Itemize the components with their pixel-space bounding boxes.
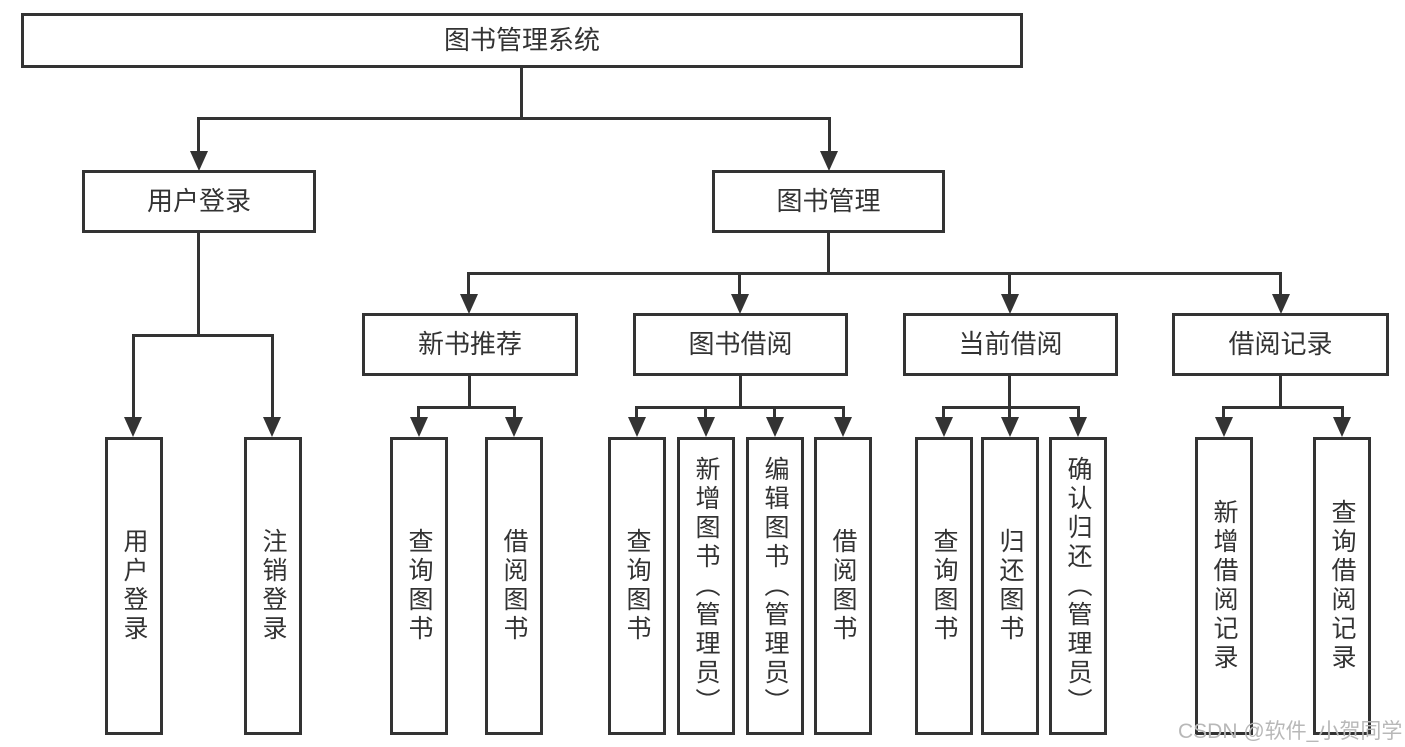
node-edit-book-admin: 编辑图书（管理员）: [746, 437, 804, 735]
connector-root-stem: [520, 68, 523, 118]
node-borrow-records: 借阅记录: [1172, 313, 1389, 376]
node-user-login-label: 用户登录: [146, 185, 251, 216]
node-library-system-label: 图书管理系统: [443, 24, 600, 55]
arrow-down-icon: [697, 417, 715, 437]
connector-sec2-stub-4: [842, 406, 845, 419]
connector-sec1-hline: [417, 406, 516, 409]
node-new-book-recommend: 新书推荐: [362, 313, 578, 376]
node-borrow-book-recommend: 借阅图书: [485, 437, 543, 735]
node-logout: 注销登录: [244, 437, 302, 735]
node-confirm-return-admin: 确认归还（管理员）: [1049, 437, 1107, 735]
arrow-down-icon: [124, 417, 142, 437]
arrow-down-icon: [1215, 417, 1233, 437]
connector-user-login-drop-2: [271, 334, 274, 418]
connector-user-login-hline: [132, 334, 274, 337]
arrow-down-icon: [628, 417, 646, 437]
node-query-book-recommend: 查询图书: [390, 437, 448, 735]
arrow-down-icon: [1272, 294, 1290, 314]
node-edit-book-admin-label: 编辑图书（管理员）: [761, 455, 789, 717]
connector-root-hline: [197, 117, 831, 120]
node-borrow-book-recommend-label: 借阅图书: [500, 528, 528, 644]
arrow-down-icon: [1001, 294, 1019, 314]
node-library-system: 图书管理系统: [21, 13, 1023, 68]
node-query-book-current-label: 查询图书: [930, 528, 958, 644]
node-current-borrow: 当前借阅: [903, 313, 1118, 376]
connector-sec4-hline: [1222, 406, 1344, 409]
node-borrow-book-action: 借阅图书: [814, 437, 872, 735]
node-borrow-book-action-label: 借阅图书: [829, 528, 857, 644]
connector-sec4-stub-1: [1222, 406, 1225, 419]
connector-book-mgmt-stem: [827, 233, 830, 275]
arrow-down-icon: [1069, 417, 1087, 437]
connector-book-mgmt-drop-4: [1279, 272, 1282, 297]
connector-sec3-stub-1: [942, 406, 945, 419]
connector-sec3-hline: [942, 406, 1080, 409]
node-logout-label: 注销登录: [259, 528, 287, 644]
connector-book-mgmt-hline: [467, 272, 1282, 275]
node-return-book: 归还图书: [981, 437, 1039, 735]
connector-root-drop-right: [828, 117, 831, 152]
connector-sec3-stub-3: [1077, 406, 1080, 419]
connector-book-mgmt-drop-1: [467, 272, 470, 297]
node-current-borrow-label: 当前借阅: [958, 328, 1063, 359]
arrow-down-icon: [1333, 417, 1351, 437]
arrow-down-icon: [1001, 417, 1019, 437]
connector-root-drop-left: [197, 117, 200, 152]
connector-sec3-stub-2: [1008, 406, 1011, 419]
arrow-down-icon: [820, 151, 838, 171]
node-add-borrow-record-label: 新增借阅记录: [1210, 499, 1238, 673]
node-book-management-label: 图书管理: [776, 185, 881, 216]
csdn-watermark: CSDN @软件_小贺同学: [1178, 720, 1403, 743]
arrow-down-icon: [505, 417, 523, 437]
connector-book-mgmt-drop-2: [738, 272, 741, 297]
connector-sec2-stem: [739, 376, 742, 408]
node-user-login: 用户登录: [82, 170, 316, 233]
connector-sec3-stem: [1008, 376, 1011, 408]
connector-sec2-stub-1: [635, 406, 638, 419]
connector-sec1-stub-1: [417, 406, 420, 419]
arrow-down-icon: [460, 294, 478, 314]
node-query-borrow-record: 查询借阅记录: [1313, 437, 1371, 735]
connector-user-login-stem: [197, 233, 200, 335]
node-user-login-action-label: 用户登录: [120, 528, 148, 644]
node-add-book-admin: 新增图书（管理员）: [677, 437, 735, 735]
node-query-book-current: 查询图书: [915, 437, 973, 735]
arrow-down-icon: [834, 417, 852, 437]
node-book-borrow-label: 图书借阅: [688, 328, 793, 359]
node-add-book-admin-label: 新增图书（管理员）: [692, 455, 720, 717]
connector-user-login-drop-1: [132, 334, 135, 418]
node-user-login-action: 用户登录: [105, 437, 163, 735]
arrow-down-icon: [410, 417, 428, 437]
node-new-book-recommend-label: 新书推荐: [417, 328, 522, 359]
connector-sec2-stub-3: [773, 406, 776, 419]
node-book-borrow: 图书借阅: [633, 313, 848, 376]
node-book-management: 图书管理: [712, 170, 945, 233]
node-query-borrow-record-label: 查询借阅记录: [1328, 499, 1356, 673]
connector-sec1-stem: [468, 376, 471, 408]
connector-sec4-stub-2: [1341, 406, 1344, 419]
connector-sec2-hline: [635, 406, 845, 409]
arrow-down-icon: [190, 151, 208, 171]
node-query-book-borrow: 查询图书: [608, 437, 666, 735]
node-return-book-label: 归还图书: [996, 528, 1024, 644]
arrow-down-icon: [766, 417, 784, 437]
arrow-down-icon: [731, 294, 749, 314]
connector-book-mgmt-drop-3: [1008, 272, 1011, 297]
connector-sec1-stub-2: [513, 406, 516, 419]
arrow-down-icon: [263, 417, 281, 437]
arrow-down-icon: [935, 417, 953, 437]
node-query-book-borrow-label: 查询图书: [623, 528, 651, 644]
node-borrow-records-label: 借阅记录: [1228, 328, 1333, 359]
connector-sec4-stem: [1279, 376, 1282, 408]
connector-sec2-stub-2: [704, 406, 707, 419]
node-confirm-return-admin-label: 确认归还（管理员）: [1064, 455, 1092, 717]
node-add-borrow-record: 新增借阅记录: [1195, 437, 1253, 735]
node-query-book-recommend-label: 查询图书: [405, 528, 433, 644]
